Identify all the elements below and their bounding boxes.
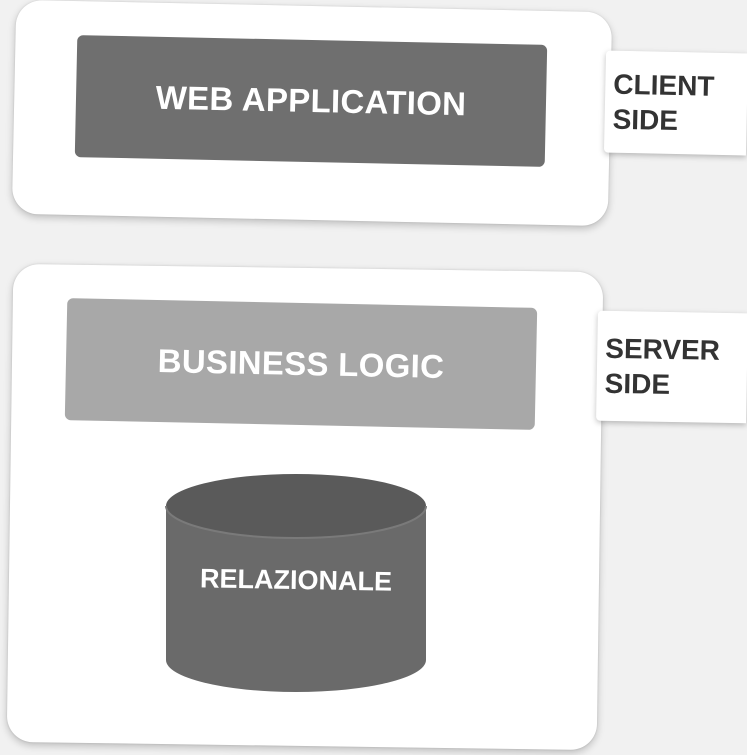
web-application-box: WEB APPLICATION [74, 35, 548, 167]
web-application-label: WEB APPLICATION [155, 78, 467, 123]
server-side-tag: SERVER SIDE [596, 310, 747, 424]
database-label: RELAZIONALE [199, 563, 393, 597]
business-logic-box: BUSINESS LOGIC [64, 298, 538, 430]
client-side-tag-line1: CLIENT [613, 68, 715, 102]
database-cylinder-icon [165, 474, 427, 692]
business-logic-label: BUSINESS LOGIC [157, 342, 445, 385]
client-side-tag: CLIENT SIDE [603, 50, 747, 156]
relational-database-cylinder: RELAZIONALE [164, 470, 428, 694]
server-side-tag-line1: SERVER [605, 332, 721, 366]
server-side-tag-line2: SIDE [604, 367, 671, 400]
client-side-tag-line2: SIDE [612, 103, 679, 137]
